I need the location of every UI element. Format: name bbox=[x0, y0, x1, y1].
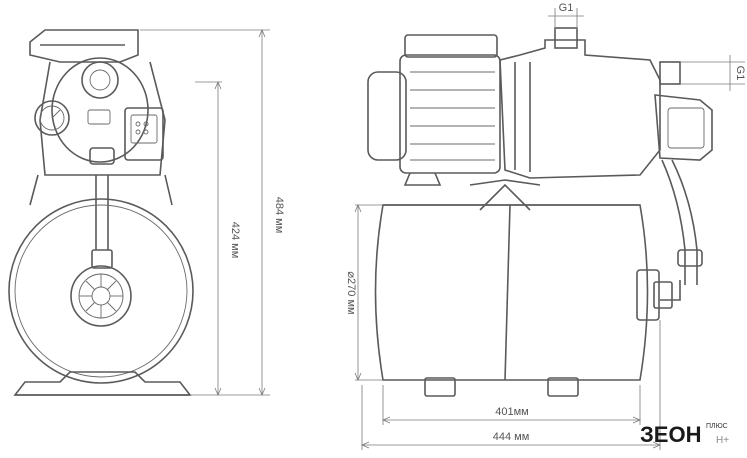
side-view bbox=[367, 27, 713, 397]
brand-name: ЗЕОН bbox=[640, 422, 701, 447]
height-total-label: 484 мм bbox=[273, 197, 285, 234]
length-tank-label: 401мм bbox=[495, 406, 528, 418]
brand-logo: ЗЕОН ПЛЮС Н+ bbox=[640, 422, 729, 447]
dimension-side: G1 G1 ⌀270 мм 401мм 444 мм bbox=[345, 2, 746, 450]
dimension-heights: 424 мм 484 мм bbox=[140, 28, 285, 397]
height-tank-label: 424 мм bbox=[229, 222, 241, 259]
tank-diameter-label: ⌀270 мм bbox=[345, 271, 357, 314]
length-total-label: 444 мм bbox=[493, 431, 530, 443]
brand-mark: Н+ bbox=[716, 435, 729, 446]
outlet-g1-label: G1 bbox=[559, 2, 574, 14]
brand-tagline: ПЛЮС bbox=[706, 423, 728, 430]
inlet-g1-label: G1 bbox=[734, 66, 746, 81]
front-view bbox=[8, 29, 194, 396]
